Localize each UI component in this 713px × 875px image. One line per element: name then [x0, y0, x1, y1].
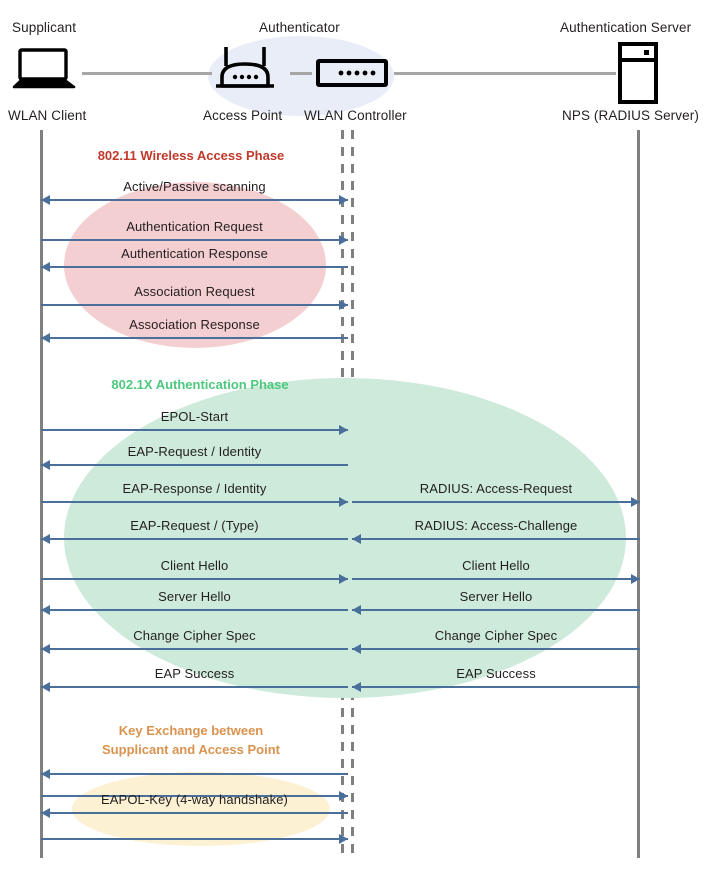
server-icon: [618, 42, 658, 109]
actor-device-nps-radius-server: NPS (RADIUS Server): [562, 108, 699, 123]
actor-role-supplicant: Supplicant: [12, 20, 77, 35]
arrowhead-right-icon: [631, 497, 640, 507]
message-right-line: [352, 686, 640, 688]
actor-role-authentication-server: Authentication Server: [560, 20, 692, 35]
arrowhead-right-icon: [631, 574, 640, 584]
wire-ap-to-controller: [290, 72, 312, 75]
message-left-line: [41, 199, 348, 201]
message-left-label: EPOL-Start: [160, 409, 229, 424]
message-right-label: EAP Success: [456, 666, 536, 681]
message-left-line: [41, 337, 348, 339]
message-left-line: [41, 304, 348, 306]
arrowhead-right-icon: [339, 834, 348, 844]
message-left-line: [41, 464, 348, 466]
arrowhead-left-icon: [41, 534, 50, 544]
authenticator-group-blob: [208, 36, 394, 116]
phase-ellipse-key-exchange: [72, 772, 330, 846]
message-left-line: [41, 838, 348, 840]
wlan-controller-icon: [316, 59, 388, 92]
message-left-label: Authentication Response: [121, 246, 268, 261]
phase-title-802-11: 802.11 Wireless Access Phase: [97, 148, 285, 163]
actor-role-authenticator: Authenticator: [259, 20, 340, 35]
message-left-label: Active/Passive scanning: [123, 179, 266, 194]
arrowhead-left-icon: [41, 195, 50, 205]
arrowhead-right-icon: [339, 497, 348, 507]
message-right-label: Client Hello: [462, 558, 530, 573]
arrowhead-right-icon: [339, 300, 348, 310]
message-left-line: [41, 812, 348, 814]
arrowhead-right-icon: [339, 574, 348, 584]
arrowhead-left-icon: [41, 769, 50, 779]
arrowhead-left-icon: [41, 262, 50, 272]
laptop-icon: [12, 48, 78, 97]
message-right-line: [352, 501, 640, 503]
arrowhead-left-icon: [41, 644, 50, 654]
arrowhead-right-icon: [339, 195, 348, 205]
message-left-label: Association Response: [129, 317, 260, 332]
message-right-label: Change Cipher Spec: [434, 628, 558, 643]
message-left-label: EAP-Request / (Type): [130, 518, 259, 533]
wire-client-to-ap: [82, 72, 212, 75]
message-left-label: EAPOL-Key (4-way handshake): [101, 792, 288, 807]
message-right-line: [352, 609, 640, 611]
message-left-label: Authentication Request: [126, 219, 263, 234]
arrowhead-right-icon: [339, 235, 348, 245]
message-left-line: [41, 686, 348, 688]
wire-controller-to-server: [394, 72, 616, 75]
message-left-label: Client Hello: [160, 558, 229, 573]
phase-ellipse-802-11: [64, 182, 326, 348]
message-right-label: RADIUS: Access-Request: [419, 481, 573, 496]
message-left-line: [41, 609, 348, 611]
arrowhead-right-icon: [339, 791, 348, 801]
actor-device-access-point: Access Point: [203, 108, 283, 123]
arrowhead-left-icon: [352, 644, 361, 654]
message-left-label: EAP-Response / Identity: [122, 481, 267, 496]
phase-title-key-exchange-line2: Supplicant and Access Point: [102, 742, 280, 757]
message-left-line: [41, 795, 348, 797]
message-left-line: [41, 538, 348, 540]
phase-title-key-exchange-line1: Key Exchange between: [118, 723, 264, 738]
message-right-line: [352, 578, 640, 580]
message-left-label: Association Request: [134, 284, 255, 299]
arrowhead-left-icon: [41, 682, 50, 692]
arrowhead-left-icon: [41, 333, 50, 343]
message-right-line: [352, 648, 640, 650]
message-right-label: Server Hello: [459, 589, 533, 604]
arrowhead-left-icon: [352, 605, 361, 615]
message-left-line: [41, 266, 348, 268]
lifeline-auth-server: [637, 130, 640, 858]
message-left-label: Change Cipher Spec: [133, 628, 256, 643]
message-left-line: [41, 648, 348, 650]
message-left-label: EAP-Request / Identity: [127, 444, 262, 459]
message-left-line: [41, 501, 348, 503]
message-left-line: [41, 429, 348, 431]
message-right-label: RADIUS: Access-Challenge: [414, 518, 578, 533]
phase-title-802-1x: 802.1X Authentication Phase: [111, 377, 289, 392]
message-left-line: [41, 239, 348, 241]
phase-title-key-exchange: Key Exchange between Supplicant and Acce…: [0, 721, 382, 759]
arrowhead-left-icon: [41, 460, 50, 470]
arrowhead-right-icon: [339, 425, 348, 435]
message-left-line: [41, 578, 348, 580]
access-point-icon: [214, 44, 276, 99]
arrowhead-left-icon: [41, 605, 50, 615]
arrowhead-left-icon: [352, 682, 361, 692]
message-left-label: EAP Success: [154, 666, 235, 681]
actor-device-wlan-client: WLAN Client: [8, 108, 87, 123]
message-left-line: [41, 773, 348, 775]
lifeline-supplicant: [40, 130, 43, 858]
message-left-label: Server Hello: [158, 589, 231, 604]
message-right-line: [352, 538, 640, 540]
actor-device-wlan-controller: WLAN Controller: [304, 108, 407, 123]
arrowhead-left-icon: [41, 808, 50, 818]
arrowhead-left-icon: [352, 534, 361, 544]
